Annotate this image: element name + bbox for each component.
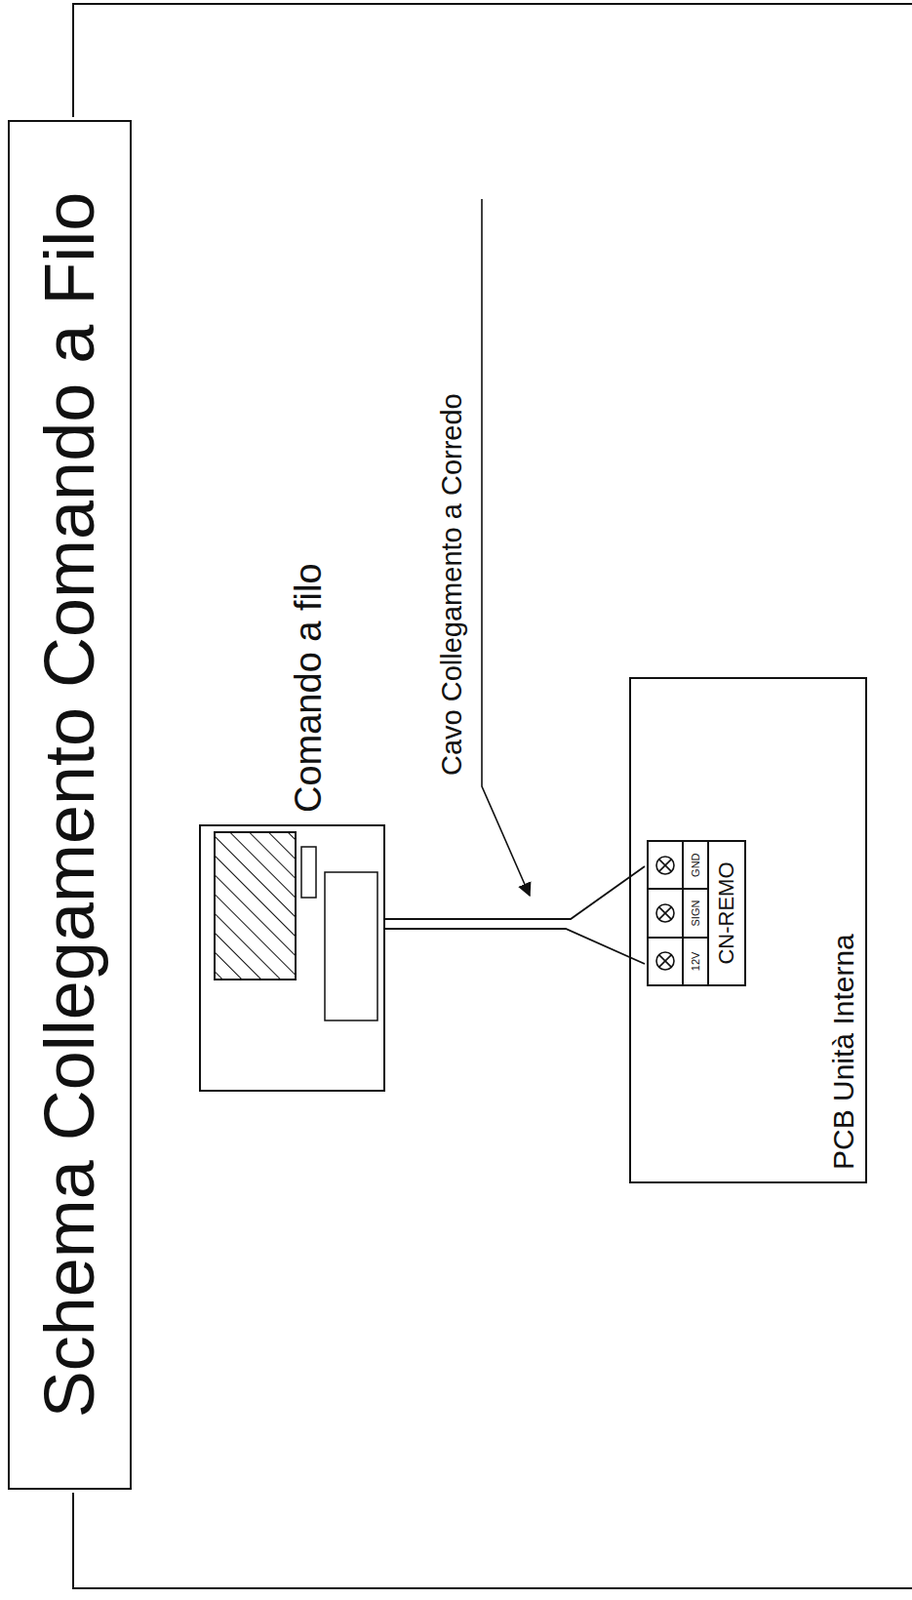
pin-cell: GND xyxy=(682,840,709,889)
pin-cell: SIGN xyxy=(682,888,709,937)
cable-wire xyxy=(385,928,645,964)
leader-line xyxy=(481,198,530,896)
title-box: Schema Collegamento Comando a Filo xyxy=(7,119,132,1490)
terminal-cell xyxy=(647,937,683,986)
wired-remote: Comando a filo xyxy=(198,824,386,1092)
pin-name: 12V xyxy=(689,951,702,972)
connector-name: CN-REMO xyxy=(714,861,739,964)
pin-cell: 12V xyxy=(682,937,709,986)
pin-name: SIGN xyxy=(689,900,702,927)
pcb-label: PCB Unità Interna xyxy=(827,933,860,1170)
remote-screen xyxy=(214,832,296,980)
connector-block: 12V SIGN GND CN-REMO xyxy=(646,839,747,987)
terminal-cell xyxy=(647,888,683,937)
pin-name: GND xyxy=(689,852,702,876)
connector-name-cell: CN-REMO xyxy=(708,840,746,986)
cable-wire xyxy=(385,866,645,919)
remote-drawing xyxy=(198,824,386,1092)
pcb-box: PCB Unità Interna 12V SIGN GND CN-REMO xyxy=(629,676,868,1184)
frame-line xyxy=(73,1492,912,1588)
frame-line xyxy=(73,3,912,118)
diagram-title: Schema Collegamento Comando a Filo xyxy=(31,192,109,1419)
cable-note: Cavo Collegamento a Corredo xyxy=(436,393,469,776)
remote-label: Comando a filo xyxy=(288,562,330,813)
edge-layer xyxy=(385,866,645,964)
sheet-frame xyxy=(73,3,912,1588)
terminal-screw xyxy=(653,901,677,925)
remote-keypad xyxy=(324,872,378,1021)
remote-button xyxy=(301,846,317,898)
terminal-cell xyxy=(647,840,683,889)
terminal-screw xyxy=(653,949,677,973)
remote-housing xyxy=(199,825,385,1091)
terminal-screw xyxy=(653,853,677,877)
